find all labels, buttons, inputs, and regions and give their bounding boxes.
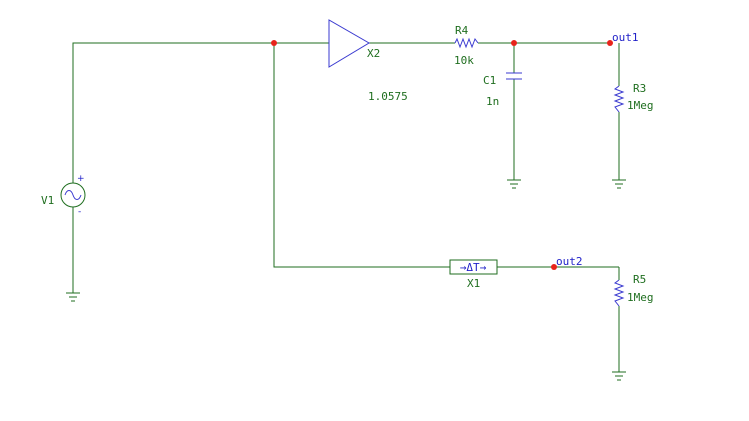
sine-wave-icon (64, 190, 82, 200)
net-label-out2[interactable]: out2 (556, 255, 583, 268)
net-label-out1[interactable]: out1 (612, 31, 639, 44)
capacitor-c1-value: 1n (486, 95, 499, 108)
junction-node[interactable] (511, 40, 517, 46)
resistor-r4-label: R4 (455, 24, 469, 37)
junction-node-out1[interactable] (607, 40, 613, 46)
resistor-r5[interactable]: R5 1Meg (613, 273, 654, 307)
source-minus-sign: - (78, 207, 81, 217)
resistor-r3[interactable]: R3 1Meg (613, 82, 654, 113)
resistor-r3-label: R3 (633, 82, 646, 95)
wires (72, 42, 620, 372)
source-v1-body (60, 182, 86, 208)
capacitor-c1-label: C1 (483, 74, 496, 87)
resistor-r3-value: 1Meg (627, 99, 654, 112)
ground-v1 (66, 292, 80, 302)
source-v1-label: V1 (41, 194, 54, 207)
capacitor-c1[interactable]: C1 1n (483, 72, 522, 108)
junction-node-out2[interactable] (551, 264, 557, 270)
buffer-triangle-icon (328, 19, 370, 68)
ground-r5 (612, 371, 626, 381)
resistor-r5-value: 1Meg (627, 291, 654, 304)
resistor-r5-zigzag-icon (613, 279, 625, 307)
source-v1[interactable]: + - V1 (41, 174, 86, 217)
ground-r3 (612, 179, 626, 189)
buffer-x2-annotation: 1.0575 (368, 90, 408, 103)
buffer-x2[interactable]: X2 1.0575 (328, 19, 408, 103)
resistor-r4[interactable]: R4 10k (454, 24, 479, 67)
resistor-r4-value: 10k (454, 54, 474, 67)
delay-x1-body (449, 259, 498, 275)
resistor-r3-zigzag-icon (613, 85, 625, 113)
wire-branch-x1 (273, 43, 450, 268)
delay-x1-label: X1 (467, 277, 480, 290)
delay-x1[interactable]: →ΔT→ X1 (449, 259, 498, 290)
junction-node[interactable] (271, 40, 277, 46)
source-plus-sign: + (77, 174, 85, 184)
junction-nodes (271, 40, 613, 270)
buffer-x2-label: X2 (367, 47, 380, 60)
resistor-r5-label: R5 (633, 273, 646, 286)
wire-v1-top (72, 42, 329, 183)
ground-c1 (507, 179, 521, 189)
delay-x1-symbol: →ΔT→ (460, 261, 487, 274)
resistor-r4-zigzag-icon (454, 37, 479, 49)
